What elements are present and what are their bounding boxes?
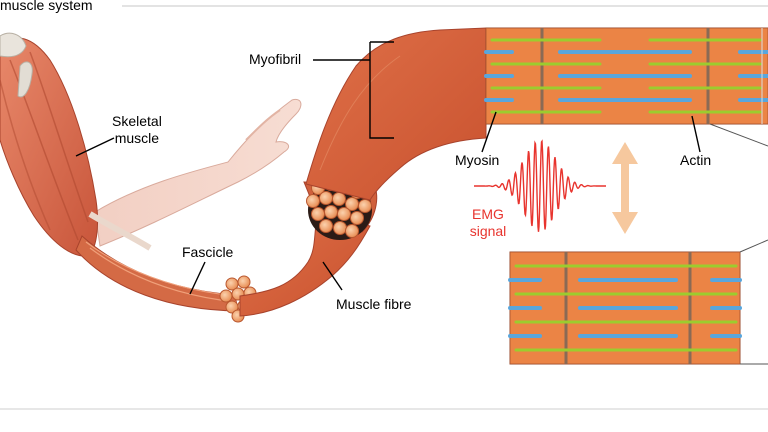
label-myofibril: Myofibril: [249, 51, 302, 67]
actin-filaments-top: [490, 38, 762, 114]
sarcomere-panel-bottom: [508, 251, 742, 365]
emg-signal-wave: [474, 139, 606, 232]
label-skeletal-line1: Skeletal: [112, 113, 162, 129]
label-myosin: Myosin: [455, 152, 500, 168]
label-skeletal-line2: muscle: [114, 130, 160, 146]
label-fascicle: Fascicle: [182, 244, 234, 260]
zoom-line-top: [709, 123, 768, 147]
myosin-filaments-bottom: [508, 278, 742, 338]
label-emg-signal: EMG signal: [460, 206, 516, 240]
forearm-hand: [94, 98, 302, 247]
actin-filaments-bottom: [514, 264, 738, 352]
contraction-double-arrow: [612, 142, 638, 234]
sarcomere-panel-top: [484, 27, 768, 125]
myosin-filaments-top: [484, 50, 768, 102]
skeletal-muscle-shape: [0, 32, 152, 257]
myofibril-shape: [305, 27, 487, 201]
figure-heading: muscle system: [0, 0, 93, 13]
leader-lines: [75, 41, 701, 295]
label-actin: Actin: [680, 152, 712, 168]
fascicle-bundle: [75, 235, 265, 323]
label-emg-line2: signal: [469, 223, 507, 239]
label-muscle-fibre: Muscle fibre: [336, 296, 412, 312]
label-emg-line1: EMG: [472, 206, 504, 222]
label-skeletal-muscle: Skeletal muscle: [112, 113, 162, 147]
zoom-line-bottom-a: [739, 239, 768, 253]
